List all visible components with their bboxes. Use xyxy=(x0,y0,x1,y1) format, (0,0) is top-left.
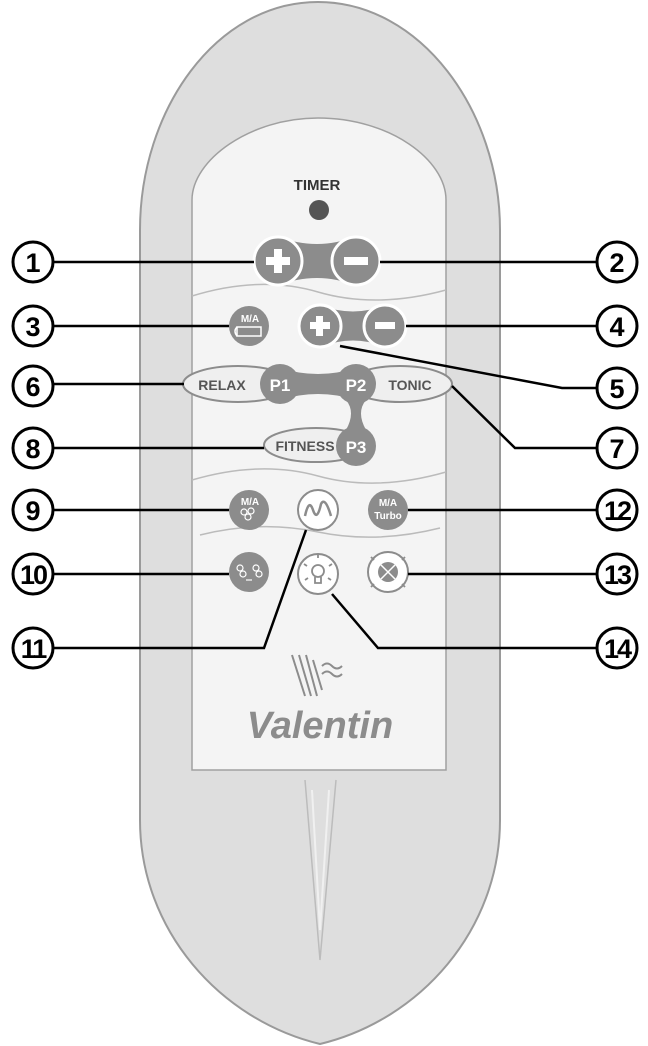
svg-text:6: 6 xyxy=(25,372,40,402)
wave-divider-2 xyxy=(191,468,447,484)
svg-text:7: 7 xyxy=(609,434,624,464)
svg-text:1: 1 xyxy=(25,248,40,278)
p2-p3-connector xyxy=(346,400,366,430)
svg-text:P2: P2 xyxy=(346,376,367,395)
svg-text:14: 14 xyxy=(604,634,632,664)
timer-led xyxy=(309,200,329,220)
light-button[interactable] xyxy=(297,553,339,595)
svg-text:4: 4 xyxy=(609,312,624,342)
color-wheel-icon xyxy=(380,564,396,580)
ridge-line xyxy=(304,779,337,961)
callout-4: 4 xyxy=(595,304,639,348)
svg-text:12: 12 xyxy=(604,496,631,526)
callout-9: 9 xyxy=(11,488,55,532)
svg-text:2: 2 xyxy=(609,248,624,278)
p3-button[interactable]: P3 xyxy=(336,426,376,466)
lightbulb-icon xyxy=(303,555,333,584)
svg-text:5: 5 xyxy=(609,374,624,404)
bubbles-onoff-button[interactable]: M/A xyxy=(229,490,269,530)
svg-text:8: 8 xyxy=(25,434,40,464)
intensity-minus-button[interactable] xyxy=(362,303,408,349)
leader-lines xyxy=(50,260,600,650)
light-color-button[interactable] xyxy=(367,551,409,593)
turbo-onoff-button[interactable]: M/A Turbo xyxy=(368,490,408,530)
callout-11: 11 xyxy=(11,626,55,670)
svg-text:M/A: M/A xyxy=(241,497,259,508)
svg-text:M/A: M/A xyxy=(379,498,397,509)
callout-3: 3 xyxy=(11,304,55,348)
callout-5: 5 xyxy=(595,366,639,410)
wave-divider-1 xyxy=(191,283,447,301)
timer-plus-button[interactable] xyxy=(252,235,304,287)
bubbles-mode-button[interactable] xyxy=(229,552,269,592)
callout-1: 1 xyxy=(11,240,55,284)
svg-text:3: 3 xyxy=(25,312,40,342)
svg-text:RELAX: RELAX xyxy=(198,377,246,393)
svg-text:M/A: M/A xyxy=(241,314,259,325)
callout-12: 12 xyxy=(595,488,639,532)
timer-label: TIMER xyxy=(294,177,341,194)
program-rocker xyxy=(280,368,356,400)
p1-button[interactable]: P1 xyxy=(260,364,300,404)
timer-minus-button[interactable] xyxy=(330,235,382,287)
p2-button[interactable]: P2 xyxy=(336,364,376,404)
callout-7: 7 xyxy=(595,426,639,470)
intensity-plus-button[interactable] xyxy=(297,303,343,349)
svg-text:11: 11 xyxy=(21,634,48,664)
callout-6: 6 xyxy=(11,364,55,408)
callout-8: 8 xyxy=(11,426,55,470)
svg-text:10: 10 xyxy=(20,560,47,590)
wave-icon xyxy=(303,500,333,517)
massage-onoff-button[interactable]: M/A xyxy=(229,306,269,346)
svg-text:13: 13 xyxy=(604,560,632,590)
callout-10: 10 xyxy=(11,552,55,596)
svg-text:9: 9 xyxy=(25,496,40,526)
ridge-highlight xyxy=(311,789,330,931)
bubbles-icon xyxy=(240,507,255,521)
tonic-program-button[interactable]: TONIC xyxy=(347,365,453,403)
svg-text:P1: P1 xyxy=(270,376,291,395)
double-bubbles-icon xyxy=(236,564,263,581)
wave-divider-3 xyxy=(199,525,441,538)
svg-text:FITNESS: FITNESS xyxy=(275,438,334,454)
callout-13: 13 xyxy=(595,552,639,596)
massage-icon xyxy=(236,326,262,337)
valentin-logo-icon xyxy=(291,654,343,697)
svg-text:TONIC: TONIC xyxy=(388,377,431,393)
svg-text:Turbo: Turbo xyxy=(374,511,402,522)
callout-14: 14 xyxy=(595,626,639,670)
svg-text:P3: P3 xyxy=(346,438,367,457)
callout-2: 2 xyxy=(595,240,639,284)
brand-name: Valentin xyxy=(247,705,393,747)
wave-mode-button[interactable] xyxy=(297,489,339,531)
